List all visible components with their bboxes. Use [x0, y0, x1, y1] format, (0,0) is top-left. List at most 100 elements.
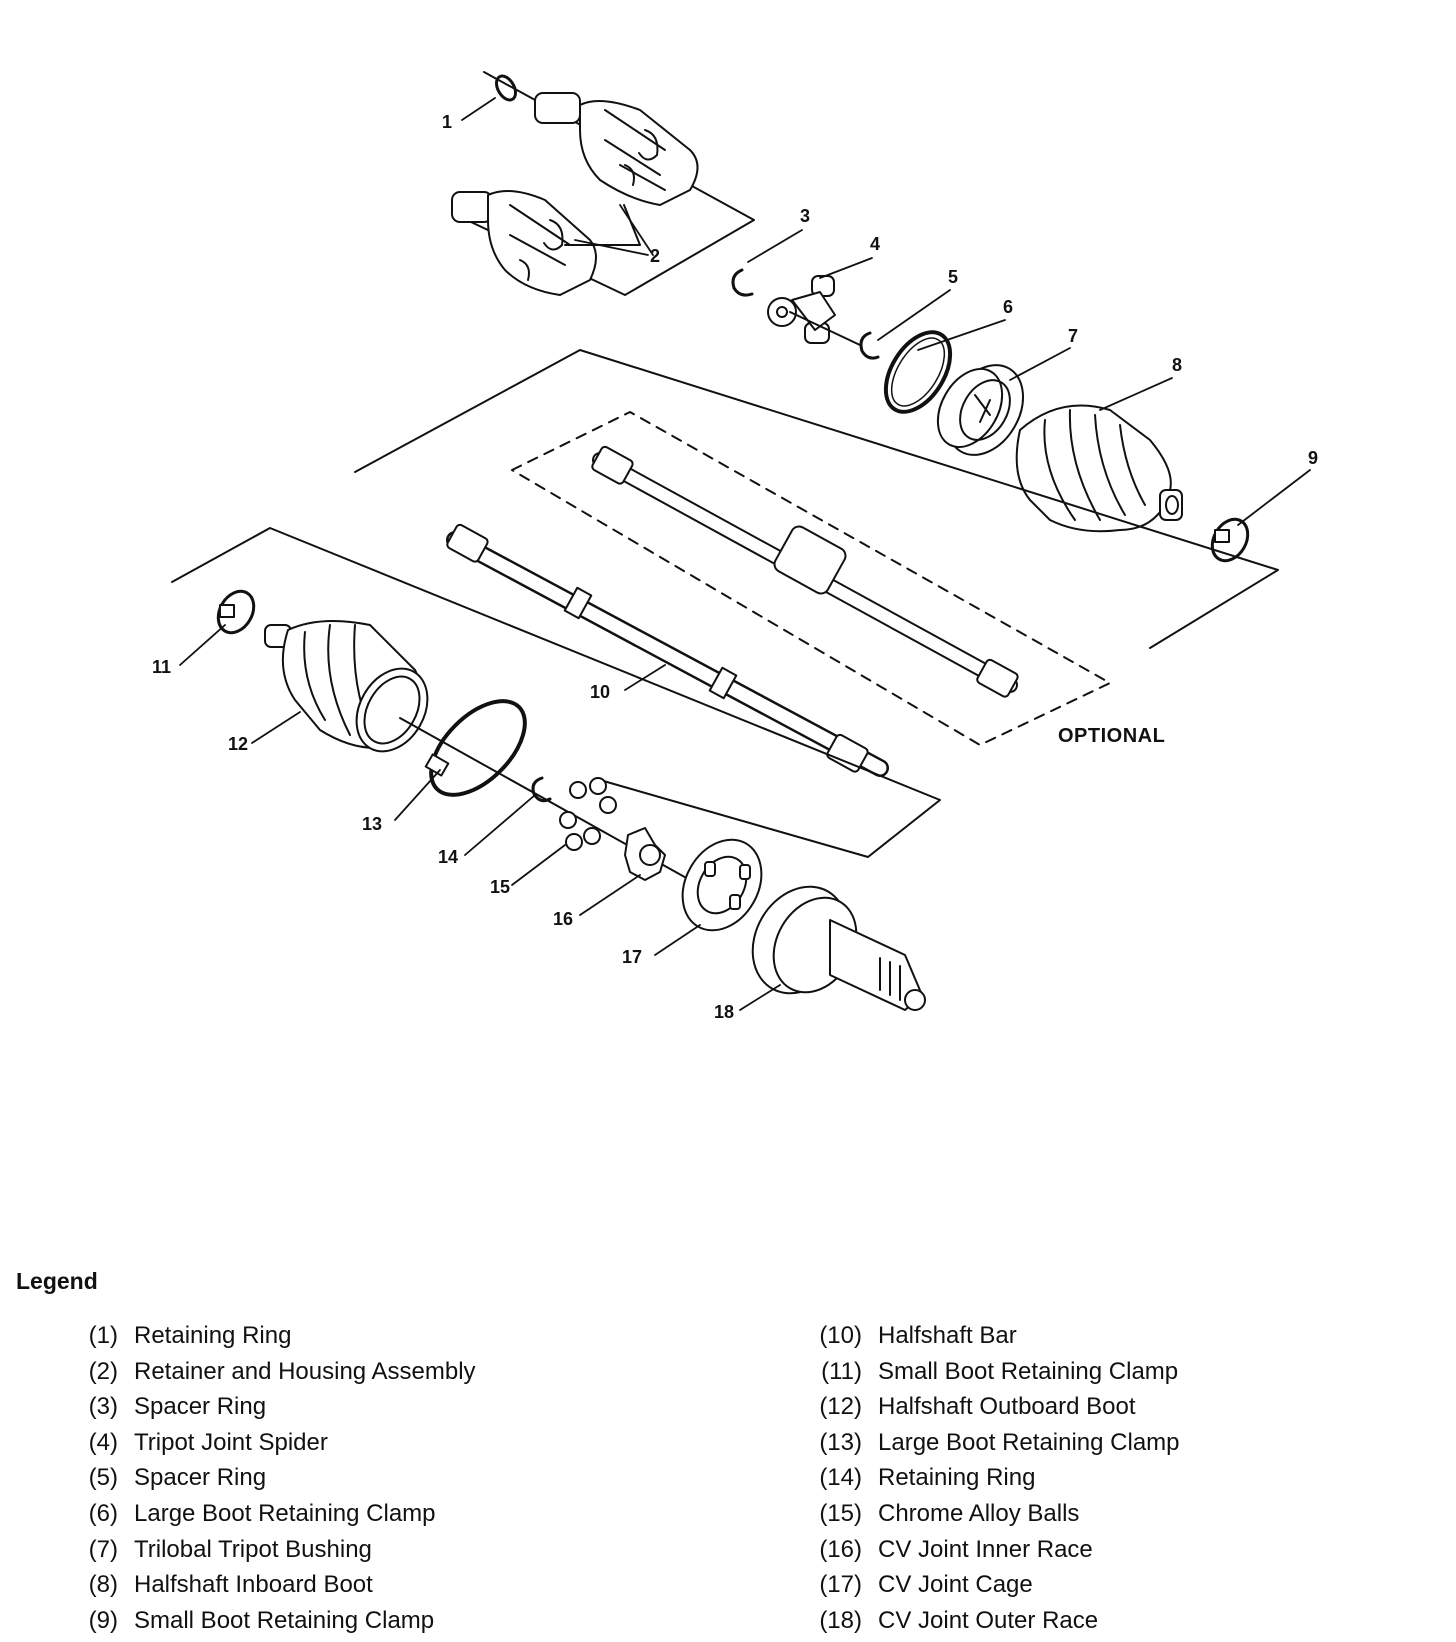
callout-17: 17: [622, 947, 642, 967]
callout-1: 1: [442, 112, 452, 132]
legend-item-number: (3): [88, 1393, 118, 1421]
legend-item: (3) Spacer Ring: [80, 1389, 476, 1425]
legend-item-text: Trilobal Tripot Bushing: [134, 1535, 372, 1563]
part-11-small-clamp: [216, 589, 256, 635]
legend-item-number: (10): [819, 1322, 862, 1349]
callout-8: 8: [1172, 355, 1182, 375]
part-8-inboard-boot: [1015, 404, 1183, 533]
legend-item: (1) Retaining Ring: [80, 1318, 476, 1354]
legend-item-text: Large Boot Retaining Clamp: [134, 1499, 436, 1527]
legend-item-number: (5): [88, 1464, 118, 1492]
callout-11: 11: [152, 657, 171, 677]
legend-item-number: (4): [88, 1428, 118, 1456]
legend-item: (11) Small Boot Retaining Clamp: [810, 1354, 1180, 1390]
legend-item-number: (9): [88, 1606, 118, 1634]
legend-item-number: (14): [819, 1464, 862, 1492]
callout-6: 6: [1003, 297, 1013, 317]
part-9-small-clamp: [1210, 517, 1250, 563]
legend-item-text: Large Boot Retaining Clamp: [878, 1428, 1180, 1456]
legend-item-number: (15): [819, 1499, 862, 1527]
optional-halfshaft-bar: [591, 445, 1019, 698]
legend-item-text: Chrome Alloy Balls: [878, 1499, 1080, 1527]
part-5-spacer-ring: [859, 331, 880, 360]
legend-item-text: Small Boot Retaining Clamp: [134, 1606, 435, 1634]
legend-item: (12) Halfshaft Outboard Boot: [810, 1389, 1180, 1425]
legend-item: (15) Chrome Alloy Balls: [810, 1496, 1180, 1532]
legend-item-text: CV Joint Outer Race: [878, 1606, 1099, 1634]
callout-4: 4: [870, 234, 880, 254]
legend-item-text: CV Joint Inner Race: [878, 1535, 1093, 1563]
callout-12: 12: [228, 734, 248, 754]
part-1-retaining-ring: [495, 74, 517, 102]
part-6-large-clamp: [883, 330, 953, 414]
legend-item: (6)Large Boot Retaining Clamp: [80, 1496, 476, 1532]
part-13-large-clamp: [424, 699, 527, 797]
callout-18: 18: [714, 1002, 734, 1022]
legend-item-text: Retaining Ring: [878, 1464, 1036, 1492]
part-16-inner-race: [624, 827, 666, 881]
legend-item-text: Halfshaft Bar: [878, 1322, 1017, 1349]
callout-10: 10: [590, 682, 610, 702]
legend-item-number: (12): [819, 1393, 862, 1421]
legend-item: (9) Small Boot Retaining Clamp: [80, 1603, 476, 1639]
part-2-housing-lower: [451, 190, 597, 296]
legend-item-number: (8): [88, 1571, 118, 1599]
outboard-group-outline: [171, 527, 941, 858]
legend-item-text: Small Boot Retaining Clamp: [878, 1357, 1179, 1385]
legend-item-number: (17): [819, 1571, 862, 1599]
part-18-outer-race: [751, 885, 926, 1011]
legend-item-number: (11): [821, 1357, 862, 1385]
legend-item-number: (7): [88, 1535, 118, 1563]
legend-item-text: Halfshaft Inboard Boot: [134, 1571, 373, 1599]
part-17-cv-cage: [681, 838, 763, 932]
callout-labels: 1 2 3 4 5 6 7 8 9 10 11 12 13 14 15 16 1…: [152, 112, 1318, 1022]
legend-item: (13) Large Boot Retaining Clamp: [810, 1425, 1180, 1461]
halfshaft-exploded-diagram: 1 2 3 4 5 6 7 8 9 10 11 12 13 14 15 16 1…: [152, 71, 1318, 1022]
callout-16: 16: [553, 909, 573, 929]
legend-item-text: Halfshaft Outboard Boot: [878, 1393, 1136, 1421]
legend-item: (4) Tripot Joint Spider: [80, 1425, 476, 1461]
legend-item-text: Tripot Joint Spider: [134, 1428, 328, 1456]
bar-group-outline: [354, 349, 1279, 649]
legend-item: (16) CV Joint Inner Race: [810, 1532, 1180, 1568]
legend-column-right: (10) Halfshaft Bar (11) Small Boot Retaini…: [810, 1318, 1180, 1639]
legend-item: (18) CV Joint Outer Race: [810, 1603, 1180, 1639]
legend-item-text: Retaining Ring: [134, 1322, 292, 1349]
part-12-outboard-boot: [264, 620, 429, 753]
optional-label: OPTIONAL: [1058, 725, 1165, 747]
optional-group-outline: [511, 411, 1111, 746]
legend-item-text: Retainer and Housing Assembly: [134, 1357, 476, 1385]
legend-item-number: (1): [88, 1322, 118, 1349]
callout-2: 2: [650, 246, 660, 266]
callout-7: 7: [1068, 326, 1078, 346]
legend-item-text: Spacer Ring: [134, 1464, 267, 1492]
callout-14: 14: [438, 847, 458, 867]
callout-9: 9: [1308, 448, 1318, 468]
part-2-housing-upper: [534, 92, 699, 206]
callout-13: 13: [362, 814, 382, 834]
callout-3: 3: [800, 206, 810, 226]
legend-item: (2) Retainer and Housing Assembly: [80, 1354, 476, 1390]
callout-15: 15: [490, 877, 510, 897]
part-15-chrome-balls: [559, 777, 617, 851]
part-14-retaining-ring: [531, 776, 552, 803]
legend-item-number: (2): [88, 1357, 118, 1385]
part-7-trilobal-bushing: [936, 364, 1024, 456]
part-4-tripot-spider: [767, 275, 836, 344]
legend-item-number: (16): [819, 1535, 862, 1563]
legend-item: (8) Halfshaft Inboard Boot: [80, 1567, 476, 1603]
legend-title: Legend: [16, 1268, 98, 1294]
legend-column-left: (1) Retaining Ring (2) Retainer and Housin…: [80, 1318, 476, 1638]
part-3-spacer-ring: [731, 268, 754, 297]
legend-item: (17) CV Joint Cage: [810, 1567, 1180, 1603]
legend-item-number: (18): [819, 1606, 862, 1634]
legend-item: (10) Halfshaft Bar: [810, 1318, 1180, 1354]
legend-item-text: Spacer Ring: [134, 1393, 267, 1421]
part-10-halfshaft-bar: [446, 523, 889, 777]
legend-item: (5) Spacer Ring: [80, 1460, 476, 1496]
legend-item: (7) Trilobal Tripot Bushing: [80, 1532, 476, 1568]
legend-item-number: (13): [819, 1428, 862, 1456]
leader-lines: [179, 97, 1311, 1011]
legend-item-text: CV Joint Cage: [878, 1571, 1033, 1599]
callout-5: 5: [948, 267, 958, 287]
